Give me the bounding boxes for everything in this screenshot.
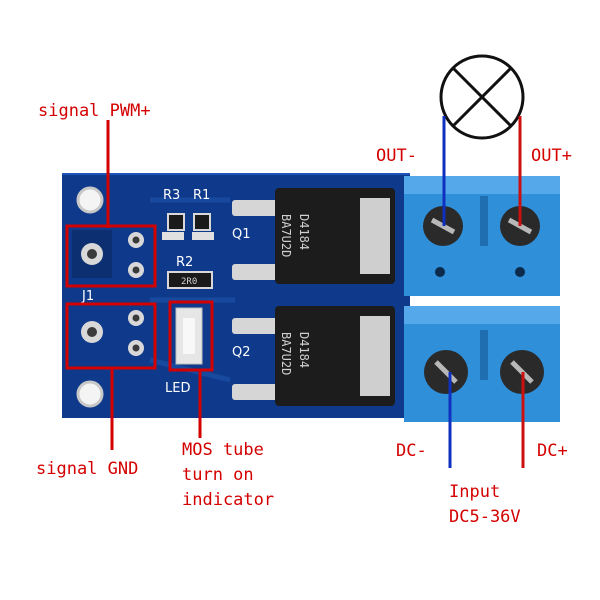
mosfet-q2: Q2 D4184 BA7U2D bbox=[232, 306, 395, 406]
led-box bbox=[168, 300, 214, 372]
label-input-line2: DC5-36V bbox=[449, 507, 521, 527]
annotations bbox=[65, 120, 214, 450]
label-dc-minus: DC- bbox=[396, 441, 427, 461]
label-out-plus: OUT+ bbox=[531, 146, 572, 166]
label-mos-line3: indicator bbox=[182, 490, 274, 510]
labels: signal PWM+ signal GND MOS tube turn on … bbox=[36, 101, 572, 527]
q2-marking-line1: D4184 bbox=[297, 332, 311, 368]
silk-r1: R1 bbox=[193, 188, 210, 203]
mosfet-q1: Q1 D4184 BA7U2D bbox=[232, 188, 395, 284]
silk-led: LED bbox=[165, 381, 190, 396]
label-signal-gnd: signal GND bbox=[36, 459, 138, 479]
pwm-box bbox=[65, 224, 157, 288]
silk-q2: Q2 bbox=[232, 345, 251, 360]
label-mos-line2: turn on bbox=[182, 465, 254, 485]
silk-j1: J1 bbox=[81, 289, 94, 304]
mounting-hole-top-left bbox=[76, 186, 104, 214]
label-out-minus: OUT- bbox=[376, 146, 417, 166]
mounting-hole-bottom-left bbox=[76, 380, 104, 408]
q1-marking-line2: BA7U2D bbox=[279, 214, 293, 257]
label-signal-pwm: signal PWM+ bbox=[38, 101, 151, 121]
q1-marking-line1: D4184 bbox=[297, 214, 311, 250]
terminal-block-dc bbox=[404, 306, 560, 422]
header-j1: J1 bbox=[72, 230, 144, 356]
resistors: R3 R1 R2 2R0 bbox=[162, 188, 214, 289]
label-mos-line1: MOS tube bbox=[182, 440, 264, 460]
label-input-line1: Input bbox=[449, 482, 500, 502]
silk-r2: R2 bbox=[176, 255, 193, 270]
q2-marking-line2: BA7U2D bbox=[279, 332, 293, 375]
led: LED bbox=[165, 307, 203, 396]
silk-q1: Q1 bbox=[232, 227, 251, 242]
terminal-block-out bbox=[404, 176, 560, 296]
lamp-symbol bbox=[439, 54, 525, 140]
resistor-r2-code: 2R0 bbox=[181, 277, 197, 287]
silk-r3: R3 bbox=[163, 188, 180, 203]
label-dc-plus: DC+ bbox=[537, 441, 568, 461]
